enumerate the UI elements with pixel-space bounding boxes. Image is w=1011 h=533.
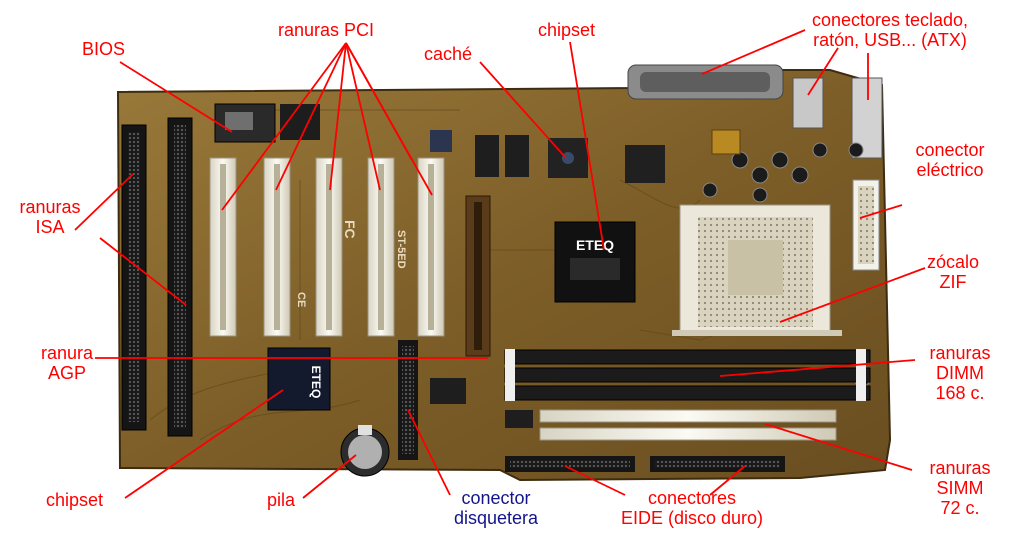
label-conector-electrico-line1: conector bbox=[915, 140, 985, 160]
label-cache: caché bbox=[424, 44, 472, 64]
label-bios-text: BIOS bbox=[82, 39, 126, 59]
south-chipset-marking: ETEQ bbox=[309, 366, 323, 399]
label-ranuras-dimm: ranuras DIMM 168 c. bbox=[912, 343, 1008, 403]
small-chip-3 bbox=[430, 378, 466, 404]
io-connectors bbox=[627, 64, 883, 159]
label-zocalo-zif: zócalo ZIF bbox=[918, 252, 988, 292]
capacitors bbox=[702, 142, 870, 388]
label-ranuras-simm-line3: 72 c. bbox=[940, 498, 980, 518]
label-conector-electrico: conector eléctrico bbox=[895, 140, 1005, 180]
chipset-marking: ETEQ bbox=[576, 237, 614, 253]
label-ranuras-isa-line1: ranuras bbox=[19, 197, 81, 217]
label-ranura-agp-line1: ranura bbox=[40, 343, 94, 363]
label-ranuras-dimm-line1: ranuras bbox=[929, 343, 991, 363]
silk-model: ST-5ED bbox=[395, 230, 407, 269]
label-conectores-teclado-line1: conectores teclado, bbox=[811, 10, 969, 30]
label-chipset-bottom-text: chipset bbox=[46, 490, 104, 510]
label-zocalo-zif-line1: zócalo bbox=[926, 252, 980, 272]
label-conectores-teclado: conectores teclado, ratón, USB... (ATX) bbox=[780, 10, 1000, 50]
label-ranuras-isa-line2: ISA bbox=[35, 217, 65, 237]
label-chipset-bottom: chipset bbox=[46, 490, 103, 510]
label-conector-disquetera-line1: conector bbox=[461, 488, 531, 508]
silk-fc: FC bbox=[342, 220, 358, 239]
label-cache-text: caché bbox=[424, 44, 473, 64]
floppy-connector bbox=[398, 340, 418, 460]
small-chip-1 bbox=[625, 145, 665, 183]
label-bios: BIOS bbox=[82, 39, 125, 59]
label-conectores-eide-line1: conectores bbox=[647, 488, 737, 508]
label-conectores-eide: conectores EIDE (disco duro) bbox=[592, 488, 792, 528]
label-conectores-eide-line2: EIDE (disco duro) bbox=[620, 508, 764, 528]
label-conectores-teclado-line2: ratón, USB... (ATX) bbox=[813, 30, 967, 50]
label-ranuras-dimm-line2: DIMM bbox=[936, 363, 984, 383]
label-zocalo-zif-line2: ZIF bbox=[939, 272, 967, 292]
label-conector-disquetera-line2: disquetera bbox=[453, 508, 539, 528]
label-ranuras-simm-line1: ranuras bbox=[929, 458, 991, 478]
voltage-regulator bbox=[711, 129, 741, 155]
battery bbox=[340, 425, 390, 477]
label-ranuras-pci: ranuras PCI bbox=[278, 20, 374, 40]
label-ranuras-simm-line2: SIMM bbox=[936, 478, 984, 498]
label-conector-electrico-line2: eléctrico bbox=[916, 160, 984, 180]
label-conector-disquetera: conector disquetera bbox=[440, 488, 552, 528]
label-ranuras-isa: ranuras ISA bbox=[14, 197, 86, 237]
label-ranuras-simm: ranuras SIMM 72 c. bbox=[912, 458, 1008, 518]
simm-slots bbox=[539, 409, 837, 441]
label-ranura-agp-line2: AGP bbox=[47, 363, 86, 383]
main-chipset: ETEQ bbox=[554, 221, 636, 303]
cache-chips bbox=[475, 135, 588, 178]
pci-slots bbox=[209, 157, 445, 337]
agp-slot bbox=[465, 195, 491, 357]
label-pila-text: pila bbox=[267, 490, 296, 510]
label-chipset-top-text: chipset bbox=[538, 20, 596, 40]
label-pila: pila bbox=[267, 490, 295, 510]
label-ranura-agp: ranura AGP bbox=[32, 343, 102, 383]
label-ranuras-dimm-line3: 168 c. bbox=[935, 383, 985, 403]
silk-ce: CE bbox=[295, 292, 307, 307]
power-connector bbox=[852, 179, 880, 271]
eide-connectors bbox=[505, 456, 785, 472]
label-chipset-top: chipset bbox=[538, 20, 595, 40]
bios-chip bbox=[214, 103, 320, 143]
jumper-block bbox=[505, 410, 533, 428]
small-chip-2 bbox=[430, 130, 452, 152]
leader-lines bbox=[74, 29, 926, 499]
isa-slots bbox=[121, 117, 193, 437]
label-ranuras-pci-text: ranuras PCI bbox=[278, 20, 375, 40]
zif-socket bbox=[672, 204, 842, 336]
dimm-slots bbox=[504, 349, 871, 401]
